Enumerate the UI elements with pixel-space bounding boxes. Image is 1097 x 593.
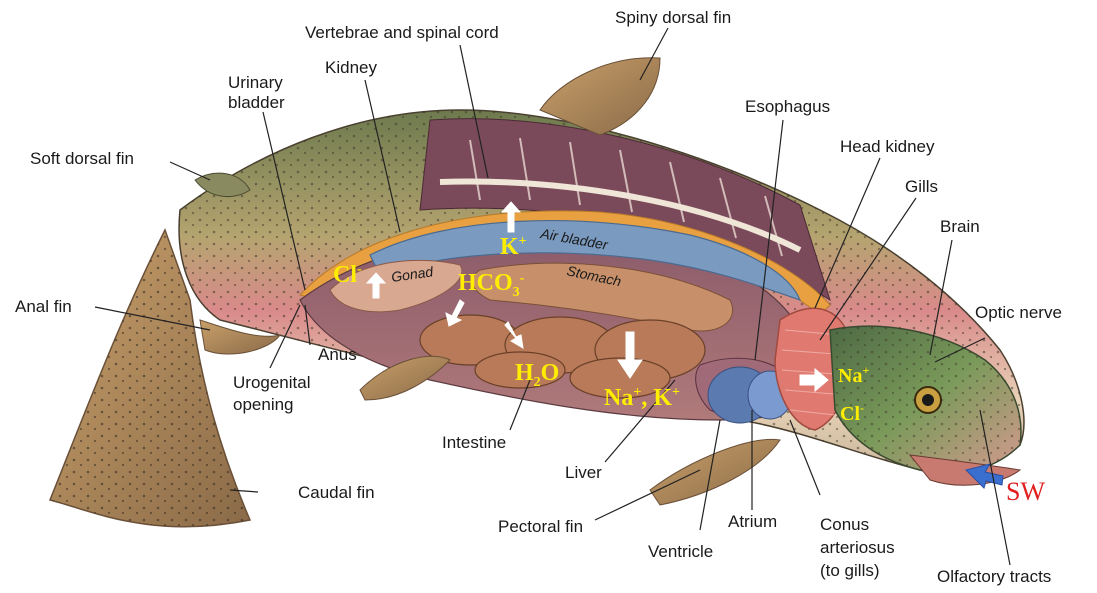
- label-gills: Gills: [905, 177, 938, 196]
- ion-na-k: Na+, K+: [604, 385, 680, 411]
- label-caudal-fin: Caudal fin: [298, 483, 375, 502]
- sw-label: SW: [1006, 477, 1045, 506]
- label-spiny-dorsal-fin: Spiny dorsal fin: [615, 8, 731, 27]
- label-olfactory: Olfactory tracts: [937, 567, 1051, 586]
- label-brain: Brain: [940, 217, 980, 236]
- label-intestine: Intestine: [442, 433, 506, 452]
- label-urinary-2: bladder: [228, 93, 285, 112]
- label-head-kidney: Head kidney: [840, 137, 935, 156]
- label-anal-fin: Anal fin: [15, 297, 72, 316]
- label-urogenital-2: opening: [233, 395, 294, 414]
- label-soft-dorsal-fin: Soft dorsal fin: [30, 149, 134, 168]
- label-conus-1: Conus: [820, 515, 869, 534]
- label-ventricle: Ventricle: [648, 542, 713, 561]
- label-atrium: Atrium: [728, 512, 777, 531]
- label-anus: Anus: [318, 345, 357, 364]
- label-vertebrae: Vertebrae and spinal cord: [305, 23, 499, 42]
- label-conus-2: arteriosus: [820, 538, 895, 557]
- label-conus-3: (to gills): [820, 561, 880, 580]
- label-kidney: Kidney: [325, 58, 377, 77]
- label-liver: Liver: [565, 463, 602, 482]
- label-esophagus: Esophagus: [745, 97, 830, 116]
- label-pectoral-fin: Pectoral fin: [498, 517, 583, 536]
- label-optic-nerve: Optic nerve: [975, 303, 1062, 322]
- label-urinary-1: Urinary: [228, 73, 283, 92]
- label-urogenital-1: Urogenital: [233, 373, 311, 392]
